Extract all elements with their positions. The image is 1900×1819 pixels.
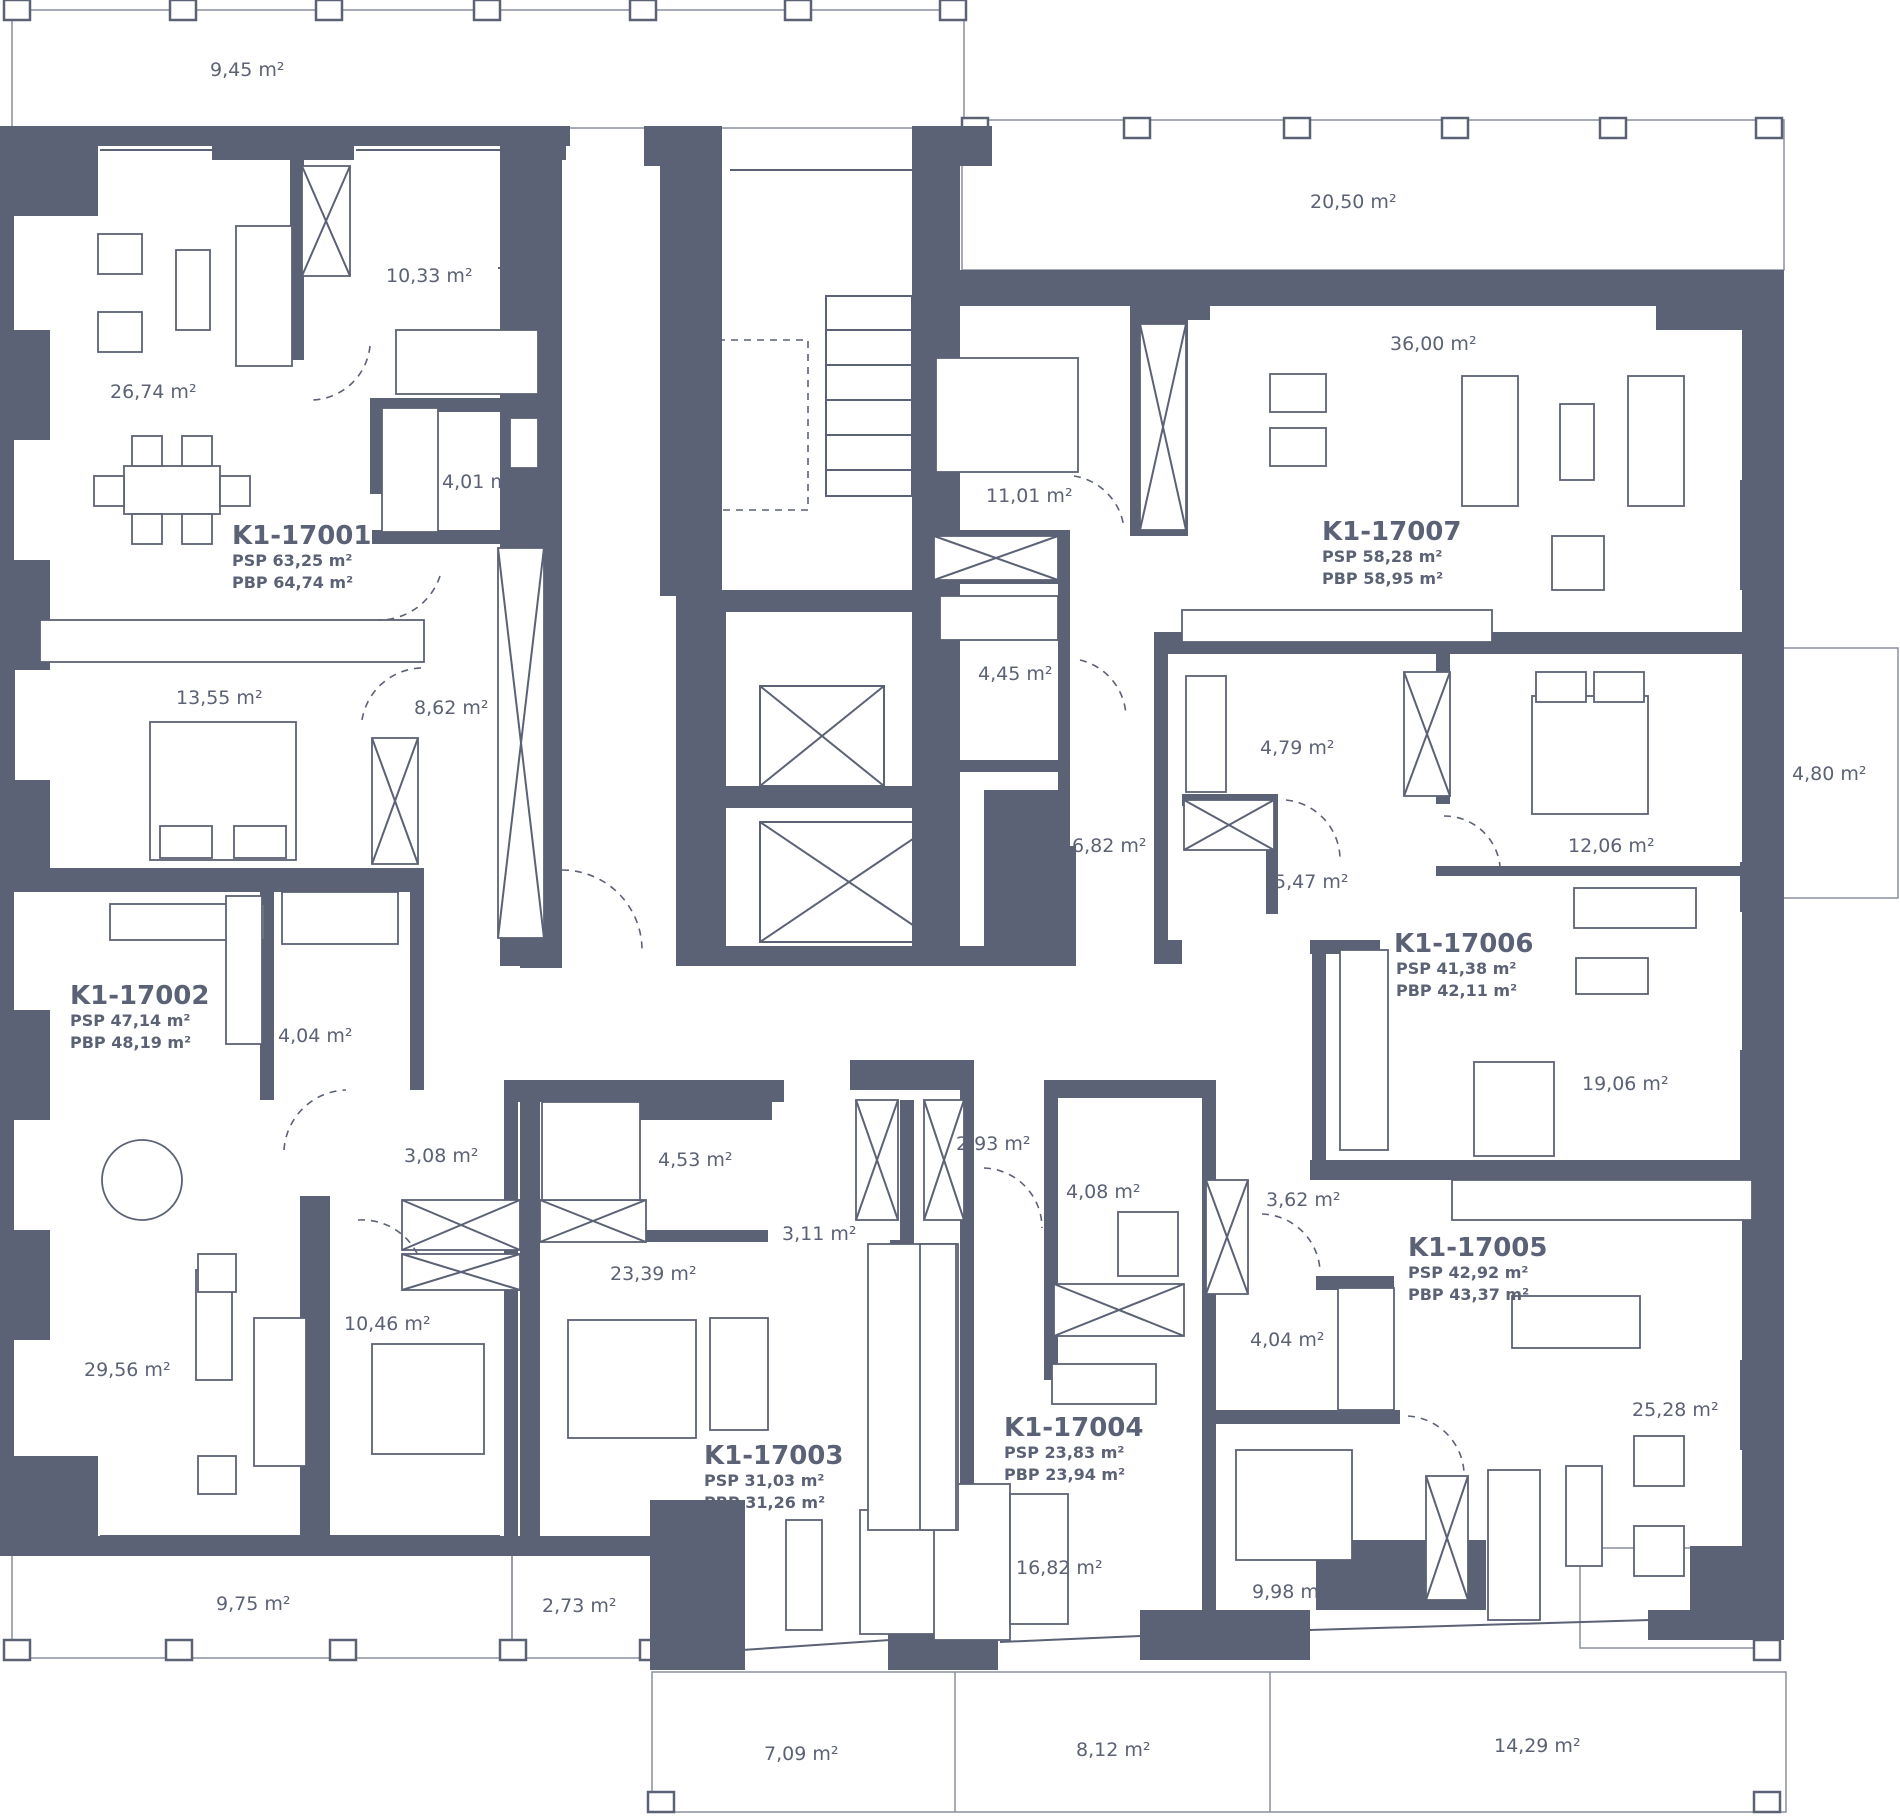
room-area: 10,33 m²: [386, 265, 473, 287]
apartment-id: K1-17004: [1004, 1413, 1143, 1443]
room-area: 8,62 m²: [414, 697, 488, 719]
apartment-id: K1-17006: [1394, 929, 1533, 959]
room-area: 9,45 m²: [210, 59, 284, 81]
room-area: 3,62 m²: [1266, 1189, 1340, 1211]
room-area: 4,80 m²: [1792, 763, 1866, 785]
walls: [0, 126, 1784, 1670]
apartment-id: K1-17007: [1322, 517, 1461, 547]
apartment-psp: PSP 31,03 m²: [704, 1471, 824, 1490]
room-area: 23,39 m²: [610, 1263, 697, 1285]
room-area: 4,01 m²: [442, 471, 516, 493]
room-area: 4,79 m²: [1260, 737, 1334, 759]
partitions: [13, 149, 1761, 1651]
room-area: 6,82 m²: [1072, 835, 1146, 857]
room-area: 13,55 m²: [176, 687, 263, 709]
room-area: 16,82 m²: [1016, 1557, 1103, 1579]
apartment-psp: PSP 63,25 m²: [232, 551, 352, 570]
apartment-psp: PSP 42,92 m²: [1408, 1263, 1528, 1282]
room-area: 2,73 m²: [542, 1595, 616, 1617]
apartment-pbp: PBP 43,37 m²: [1408, 1285, 1529, 1304]
room-area: 10,46 m²: [344, 1313, 431, 1335]
apartment-id: K1-17001: [232, 521, 371, 551]
living-furniture: [39, 225, 1753, 1641]
room-area: 14,29 m²: [1494, 1735, 1581, 1757]
room-area: 4,04 m²: [1250, 1329, 1324, 1351]
room-area: 8,12 m²: [1076, 1739, 1150, 1761]
apartment-id: K1-17002: [70, 981, 209, 1011]
apartment-psp: PSP 41,38 m²: [1396, 959, 1516, 978]
door-swings: [283, 345, 1501, 1473]
apartment-psp: PSP 23,83 m²: [1004, 1443, 1124, 1462]
room-area: 2,93 m²: [956, 1133, 1030, 1155]
apartment-pbp: PBP 64,74 m²: [232, 573, 353, 592]
room-area: 36,00 m²: [1390, 333, 1477, 355]
room-area: 9,75 m²: [216, 1593, 290, 1615]
room-area-labels: 9,45 m² 20,50 m² 10,33 m² 26,74 m² 4,01 …: [84, 59, 1866, 1765]
room-area: 4,45 m²: [978, 663, 1052, 685]
apartment-pbp: PBP 23,94 m²: [1004, 1465, 1125, 1484]
apartment-id: K1-17003: [704, 1441, 843, 1471]
room-area: 11,01 m²: [986, 485, 1073, 507]
apartment-pbp: PBP 42,11 m²: [1396, 981, 1517, 1000]
room-area: 25,28 m²: [1632, 1399, 1719, 1421]
room-area: 3,11 m²: [782, 1223, 856, 1245]
stair-and-lifts: [717, 295, 939, 943]
apartment-id: K1-17005: [1408, 1233, 1547, 1263]
room-area: 4,53 m²: [658, 1149, 732, 1171]
room-area: 20,50 m²: [1310, 191, 1397, 213]
room-area: 12,06 m²: [1568, 835, 1655, 857]
wardrobes: [301, 165, 1469, 1601]
beds: [149, 329, 1649, 1561]
apartment-psp: PSP 47,14 m²: [70, 1011, 190, 1030]
apartment-pbp: PBP 58,95 m²: [1322, 569, 1443, 588]
room-area: 29,56 m²: [84, 1359, 171, 1381]
room-area: 26,74 m²: [110, 381, 197, 403]
room-area: 9,98 m²: [1252, 1581, 1326, 1603]
room-area: 4,08 m²: [1066, 1181, 1140, 1203]
apartment-pbp: PBP 31,26 m²: [704, 1493, 825, 1512]
room-area: 19,06 m²: [1582, 1073, 1669, 1095]
room-area: 7,09 m²: [764, 1743, 838, 1765]
apartment-pbp: PBP 48,19 m²: [70, 1033, 191, 1052]
apartment-labels: K1-17001 PSP 63,25 m² PBP 64,74 m² K1-17…: [70, 517, 1547, 1512]
bathroom-fixtures: [281, 407, 1395, 1411]
room-area: 5,47 m²: [1274, 871, 1348, 893]
room-area: 3,08 m²: [404, 1145, 478, 1167]
apartment-psp: PSP 58,28 m²: [1322, 547, 1442, 566]
room-area: 4,04 m²: [278, 1025, 352, 1047]
